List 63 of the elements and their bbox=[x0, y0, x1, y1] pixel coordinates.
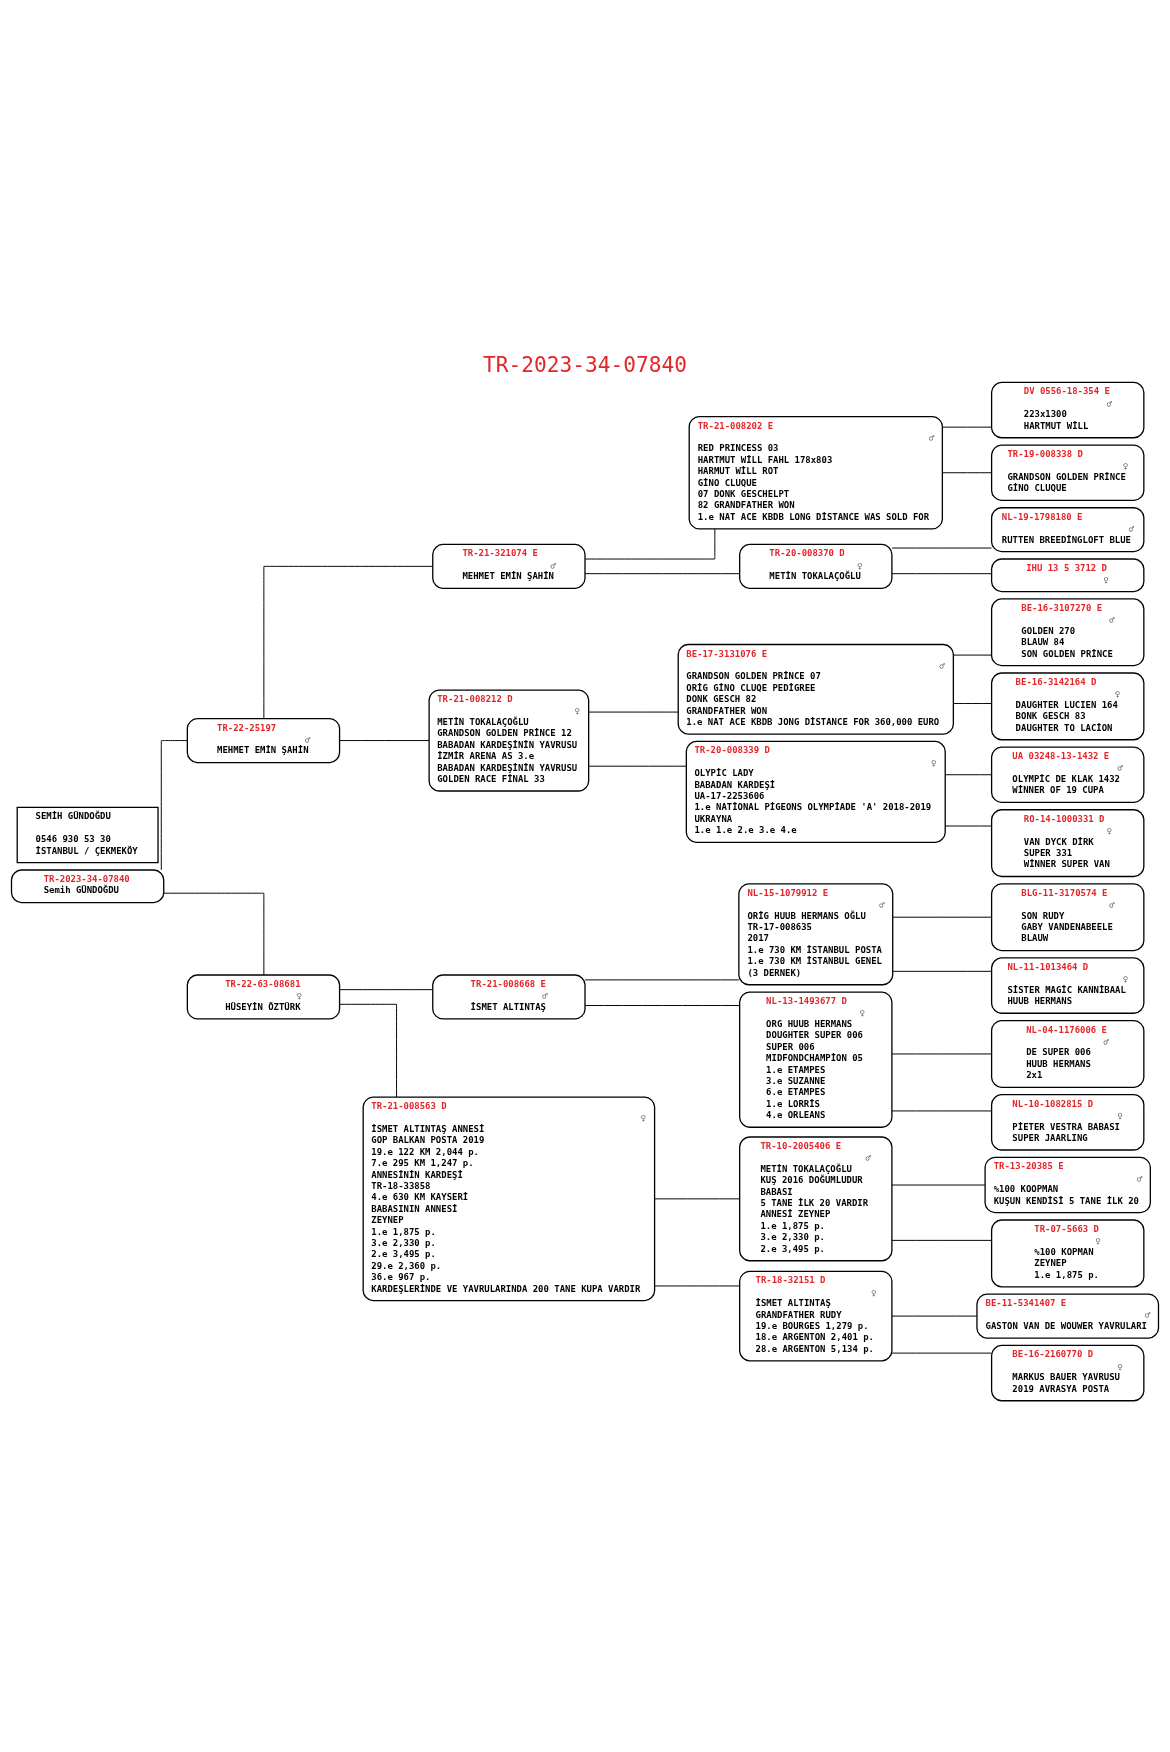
connector bbox=[160, 739, 188, 870]
connector bbox=[584, 572, 741, 574]
connector bbox=[891, 547, 992, 548]
node-box: BLG-11-3170574 E ♂ SON RUDY GABY VANDENABEELE BLAUW bbox=[990, 882, 1145, 951]
node-box: BE-16-2160770 D ♀ MARKUS BAUER YAVRUSU 2019 AVRASYA POSTA bbox=[990, 1344, 1145, 1401]
node-box: TR-21-008563 D ♀ İSMET ALTINTAŞ ANNESİ GOP BALKAN POSTA 2019 19.e 122 KM 2,044 p. 7.e 295 KM 1,247 p. ANNESİNİN KARDEŞİ TR-18-33858 4.e 630 KM KAYSERİ BABASININ ANNESİ ZEYNEP 1.e 1,875 p. 3.e 2,330 p. 2.e 3,495 p. 29.e 2,360 p. 36.e 967 p. KARDEŞLERİNDE VE YAVRULARINDA 200 TANE KUPA VARDIR bbox=[362, 1095, 656, 1301]
connector bbox=[339, 988, 434, 990]
connector bbox=[263, 565, 434, 719]
connector bbox=[891, 1184, 986, 1185]
connector bbox=[588, 765, 687, 767]
connector bbox=[942, 471, 993, 473]
node-box: TR-20-008370 D ♀ METİN TOKALAÇOĞLU bbox=[739, 543, 893, 589]
connector bbox=[163, 892, 265, 975]
node-box: BE-16-3142164 D ♀ DAUGHTER LUCIEN 164 BONK GESCH 83 DAUGHTER TO LACİON bbox=[990, 671, 1145, 740]
node-box: NL-15-1079912 E ♂ ORİG HUUB HERMANS OĞLU TR-17-008635 2017 1.e 730 KM İSTANBUL POSTA 1.e 730 KM İSTANBUL GENEL (3 DERNEK) bbox=[738, 882, 894, 985]
node-box: TR-10-2005406 E ♂ METİN TOKALAÇOĞLU KUŞ 2016 DOĞUMLUDUR BABASI 5 TANE İLK 20 VARDIR ANNESİ ZEYNEP 1.e 1,875 p. 3.e 2,330 p. 2.e 3,495 p. bbox=[739, 1135, 893, 1261]
node-box: TR-18-32151 D ♀ İSMET ALTINTAŞ GRANDFATHER RUDY 19.e BOURGES 1,279 p. 18.e ARGENTON 2,401 p. 28.e ARGENTON 5,134 p. bbox=[739, 1270, 893, 1361]
node-box: TR-21-008202 E ♂ RED PRINCESS 03 HARTMUT WİLL FAHL 178x803 HARMUT WİLL ROT GİNO CLUQUE 07 DONK GESCHELPT 82 GRANDFATHER WON 1.e NAT ACE KBDB LONG DİSTANCE WAS SOLD FOR bbox=[688, 415, 943, 530]
connector bbox=[953, 702, 992, 704]
connector bbox=[584, 528, 716, 559]
connector bbox=[588, 711, 679, 713]
node-box: TR-2023-34-07840 Semih GÜNDOĞDU bbox=[10, 868, 165, 903]
connector bbox=[891, 1109, 992, 1111]
node-box: BE-17-3131076 E ♂ GRANDSON GOLDEN PRİNCE 07 ORİG GİNO CLUQE PEDİGREE DONK GESCH 82 GRANDFATHER WON 1.e NAT ACE KBDB JONG DİSTANCE FOR 360,000 EURO bbox=[677, 643, 954, 735]
node-box: NL-10-1082815 D ♀ PİETER VESTRA BABASI SUPER JAARLING bbox=[990, 1093, 1145, 1151]
diagram-title: TR-2023-34-07840 bbox=[483, 351, 687, 377]
connector bbox=[339, 739, 430, 741]
node-box: BE-11-5341407 E ♂ GASTON VAN DE WOUWER YAVRULARI bbox=[976, 1292, 1160, 1339]
node-box: TR-22-63-08681 ♀ HÜSEYİN ÖZTÜRK bbox=[186, 973, 341, 1020]
connector bbox=[654, 1284, 741, 1286]
node-box: TR-19-008338 D ♀ GRANDSON GOLDEN PRİNCE GİNO CLUQUE bbox=[990, 443, 1145, 501]
node-box: TR-22-25197 ♂ MEHMET EMİN ŞAHİN bbox=[186, 717, 341, 763]
node-box: BE-16-3107270 E ♂ GOLDEN 270 BLAUW 84 SON GOLDEN PRİNCE bbox=[990, 597, 1145, 666]
connector bbox=[944, 825, 993, 826]
connector bbox=[892, 916, 992, 918]
node-box: TR-07-5663 D ♀ %100 KOPMAN ZEYNEP 1.e 1,875 p. bbox=[990, 1218, 1145, 1287]
node-box: TR-21-008212 D ♀ METİN TOKALAÇOĞLU GRANDSON GOLDEN PRİNCE 12 BABADAN KARDEŞİNİN YAVRUSU İZMİR ARENA AS 3.e BABADAN KARDEŞİNİN YAVRUSU GOLDEN RACE FİNAL 33 bbox=[428, 688, 590, 792]
node-box: TR-20-008339 D ♀ OLYPİC LADY BABADAN KARDEŞİ UA-17-2253606 1.e NATİONAL PİGEONS OLYMPİADE 'A' 2018-2019 UKRAYNA 1.e 1.e 2.e 3.e 4.e bbox=[685, 740, 946, 843]
connector bbox=[891, 1352, 992, 1354]
node-box: TR-13-20385 E ♂ %100 KOOPMAN KUŞUN KENDİSİ 5 TANE İLK 20 bbox=[984, 1156, 1151, 1213]
node-box: RO-14-1000331 D ♀ VAN DYCK DİRK SUPER 331 WİNNER SUPER VAN bbox=[990, 808, 1145, 877]
connector bbox=[891, 1239, 992, 1241]
connector bbox=[339, 1003, 398, 1097]
connector bbox=[891, 1052, 992, 1054]
connector bbox=[891, 1315, 978, 1317]
node-box: DV 0556-18-354 E ♂ 223x1300 HARTMUT WİLL bbox=[990, 381, 1145, 438]
node-box: SEMİH GÜNDOĞDU 0546 930 53 30 İSTANBUL / ÇEKMEKÖY bbox=[16, 806, 159, 863]
node-box: TR-21-321074 E ♂ MEHMET EMİN ŞAHİN bbox=[432, 543, 586, 589]
node-box: UA 03248-13-1432 E ♂ OLYMPİC DE KLAK 1432 WİNNER OF 19 CUPA bbox=[990, 745, 1145, 803]
connector bbox=[584, 1004, 741, 1006]
connector bbox=[953, 654, 992, 656]
node-box: TR-21-008668 E ♂ İSMET ALTINTAŞ bbox=[432, 973, 586, 1020]
connector bbox=[891, 572, 992, 574]
node-box: IHU 13 5 3712 D ♀ bbox=[990, 557, 1145, 592]
connector bbox=[654, 1197, 741, 1199]
node-box: NL-13-1493677 D ♀ ORG HUUB HERMANS DOUGHTER SUPER 006 SUPER 006 MIDFONDCHAMPİON 05 1.e ETAMPES 3.e SUZANNE 6.e ETAMPES 1.e LORRİS 4.e ORLEANS bbox=[739, 990, 893, 1128]
node-box: NL-04-1176006 E ♂ DE SUPER 006 HUUB HERMANS 2x1 bbox=[990, 1019, 1145, 1088]
connector bbox=[584, 978, 740, 980]
connector bbox=[944, 773, 993, 775]
node-box: NL-19-1798180 E ♂ RUTTEN BREEDİNGLOFT BLUE bbox=[990, 506, 1145, 552]
node-box: NL-11-1013464 D ♀ SİSTER MAGİC KANNİBAAL HUUB HERMANS bbox=[990, 956, 1145, 1014]
connector bbox=[942, 426, 993, 428]
connector bbox=[892, 970, 992, 972]
